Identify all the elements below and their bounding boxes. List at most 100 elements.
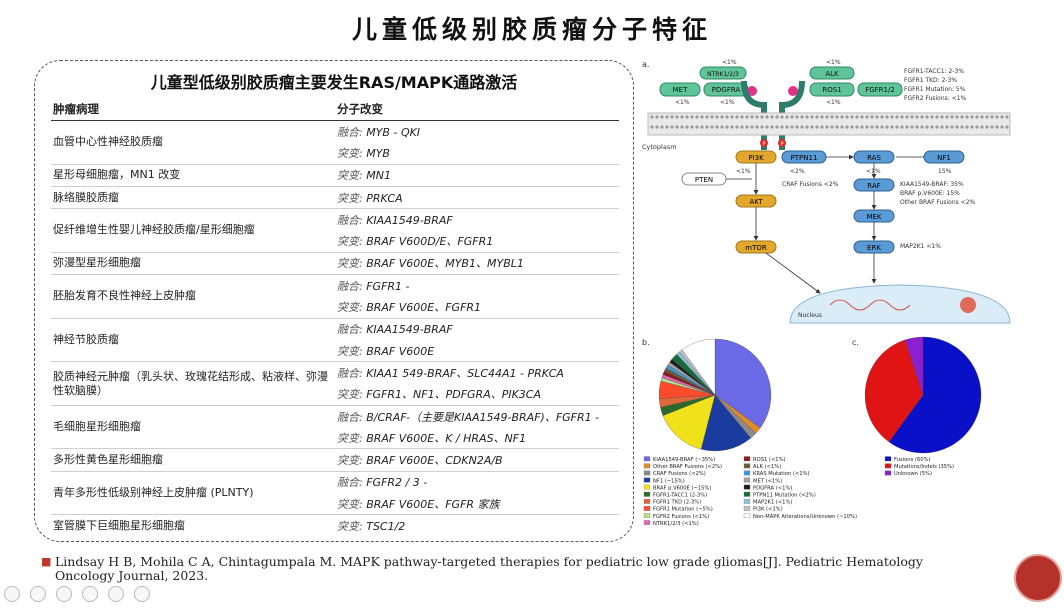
alteration-type: 融合: (337, 366, 363, 380)
alteration-type: 融合: (337, 476, 363, 490)
legend-label: FGFR1 TKD (2-3%) (653, 500, 701, 506)
legend-label: KIAA1549-BRAF (~35%) (653, 457, 715, 463)
receptor-label-alk: ALK (825, 70, 839, 78)
note-craf: CRAF Fusions <2% (782, 181, 839, 188)
legend-swatch (743, 498, 751, 504)
lipid-head (910, 125, 914, 129)
dna-strand (829, 299, 911, 311)
lipid-head (845, 115, 849, 119)
legend-label: FGFR1-TACC1 (2-3%) (653, 493, 707, 499)
alteration-cell: 融合: MYB - QKI (335, 121, 619, 143)
fgfr-note-4: FGFR2 Fusions: <1% (904, 95, 967, 102)
lipid-head (815, 115, 819, 119)
lipid-head (975, 115, 979, 119)
lipid-head (1005, 115, 1009, 119)
table-row: 突变: BRAF V600E、FGFR1 (51, 296, 619, 318)
lipid-head (715, 125, 719, 129)
nav-button-4[interactable] (82, 586, 98, 602)
lipid-head (980, 115, 984, 119)
lipid-head (830, 115, 834, 119)
nav-button-5[interactable] (108, 586, 124, 602)
alteration-type: 突变: (337, 388, 363, 402)
alteration-value: PRKCA (366, 191, 403, 205)
legend-label: Unknown (5%) (894, 471, 932, 477)
ligand-dot-left (747, 86, 757, 96)
alteration-type: 突变: (337, 257, 363, 271)
alteration-value: BRAF V600E、FGFR 家族 (366, 497, 500, 511)
legend-swatch (743, 470, 751, 476)
lipid-head (745, 115, 749, 119)
lipid-head (670, 115, 674, 119)
lipid-head (840, 115, 844, 119)
legend-swatch (743, 477, 751, 483)
alteration-value: FGFR1 - (366, 279, 410, 293)
lipid-head (780, 115, 784, 119)
panel-label-b: b. (642, 338, 650, 347)
lipid-head (875, 115, 879, 119)
lipid-head (990, 125, 994, 129)
lipid-head (730, 115, 734, 119)
table-row: 胶质神经元肿瘤（乳头状、玫瑰花结形成、粘液样、弥漫性软脑膜）融合: KIAA1 … (51, 361, 619, 406)
lipid-head (825, 115, 829, 119)
lipid-head (675, 115, 679, 119)
nav-button-2[interactable] (30, 586, 46, 602)
pathology-cell: 神经节胶质瘤 (51, 317, 335, 362)
lipid-head (770, 125, 774, 129)
legend-swatch (643, 463, 651, 469)
lipid-head (925, 125, 929, 129)
lipid-head (930, 125, 934, 129)
lipid-head (680, 125, 684, 129)
legend-label: NTRK1/2/3 (<1%) (653, 521, 699, 527)
nav-button-3[interactable] (56, 586, 72, 602)
lipid-head (865, 115, 869, 119)
lipid-head (855, 115, 859, 119)
nav-button-1[interactable] (4, 586, 20, 602)
lipid-head (740, 115, 744, 119)
alteration-type: 融合: (337, 323, 363, 337)
alteration-cell: 突变: BRAF V600D/E、FGFR1 (335, 230, 619, 252)
nav-button-6[interactable] (134, 586, 150, 602)
table-row: 神经节胶质瘤融合: KIAA1549-BRAF (51, 317, 619, 362)
node-label-mek: MEK (866, 213, 881, 221)
receptor-label-pdgfra: PDGFRA (712, 86, 741, 94)
seal-logo-icon (1014, 554, 1062, 602)
receptor-pct-pdgfra: <1% (720, 99, 735, 106)
table-row: 弥漫型星形细胞瘤突变: BRAF V600E、MYB1、MYBL1 (51, 251, 619, 275)
alteration-cell: 突变: MN1 (335, 163, 619, 187)
table-row: 星形母细胞瘤，MN1 改变突变: MN1 (51, 163, 619, 187)
lipid-head (725, 115, 729, 119)
alteration-cell: 突变: PRKCA (335, 185, 619, 209)
legend-swatch (743, 463, 751, 469)
lipid-head (700, 125, 704, 129)
node-label-raf: RAF (867, 182, 880, 190)
lipid-head (790, 125, 794, 129)
figure-panel: a. b. c. <1% NTRK1/2/3 MET <1% PDGFRA <1… (640, 55, 1020, 545)
lipid-head (945, 115, 949, 119)
legend-label: FGFR1 Mutation (~5%) (653, 507, 713, 513)
lipid-head (895, 125, 899, 129)
pie-slice (888, 336, 982, 454)
lipid-head (985, 115, 989, 119)
legend-label: NF1 (~15%) (653, 478, 685, 484)
lipid-head (905, 125, 909, 129)
lipid-head (770, 115, 774, 119)
alteration-type: 突变: (337, 497, 363, 511)
alteration-type: 突变: (337, 431, 363, 445)
lipid-head (945, 125, 949, 129)
lipid-head (850, 125, 854, 129)
pathology-cell: 促纤维增生性婴儿神经胶质瘤/星形细胞瘤 (51, 208, 335, 253)
legend-label: FGFR2 Fusions (<1%) (653, 514, 709, 520)
lipid-head (750, 125, 754, 129)
lipid-head (720, 125, 724, 129)
node-label-nf1: NF1 (937, 154, 951, 162)
alteration-value: TSC1/2 (366, 519, 406, 533)
pie-slice (700, 394, 751, 452)
table-row: 突变: BRAF V600E、K / HRAS、NF1 (51, 427, 619, 449)
bullet-icon: ■ (41, 555, 52, 568)
legend-label: KRAS Mutation (<1%) (753, 471, 809, 477)
alteration-cell: 突变: BRAF V600E、MYB1、MYBL1 (335, 251, 619, 275)
citation: ■ Lindsay H B, Mohila C A, Chintagumpala… (41, 555, 985, 583)
pie-slice (662, 394, 716, 450)
node-label-erk: ERK (867, 244, 881, 252)
